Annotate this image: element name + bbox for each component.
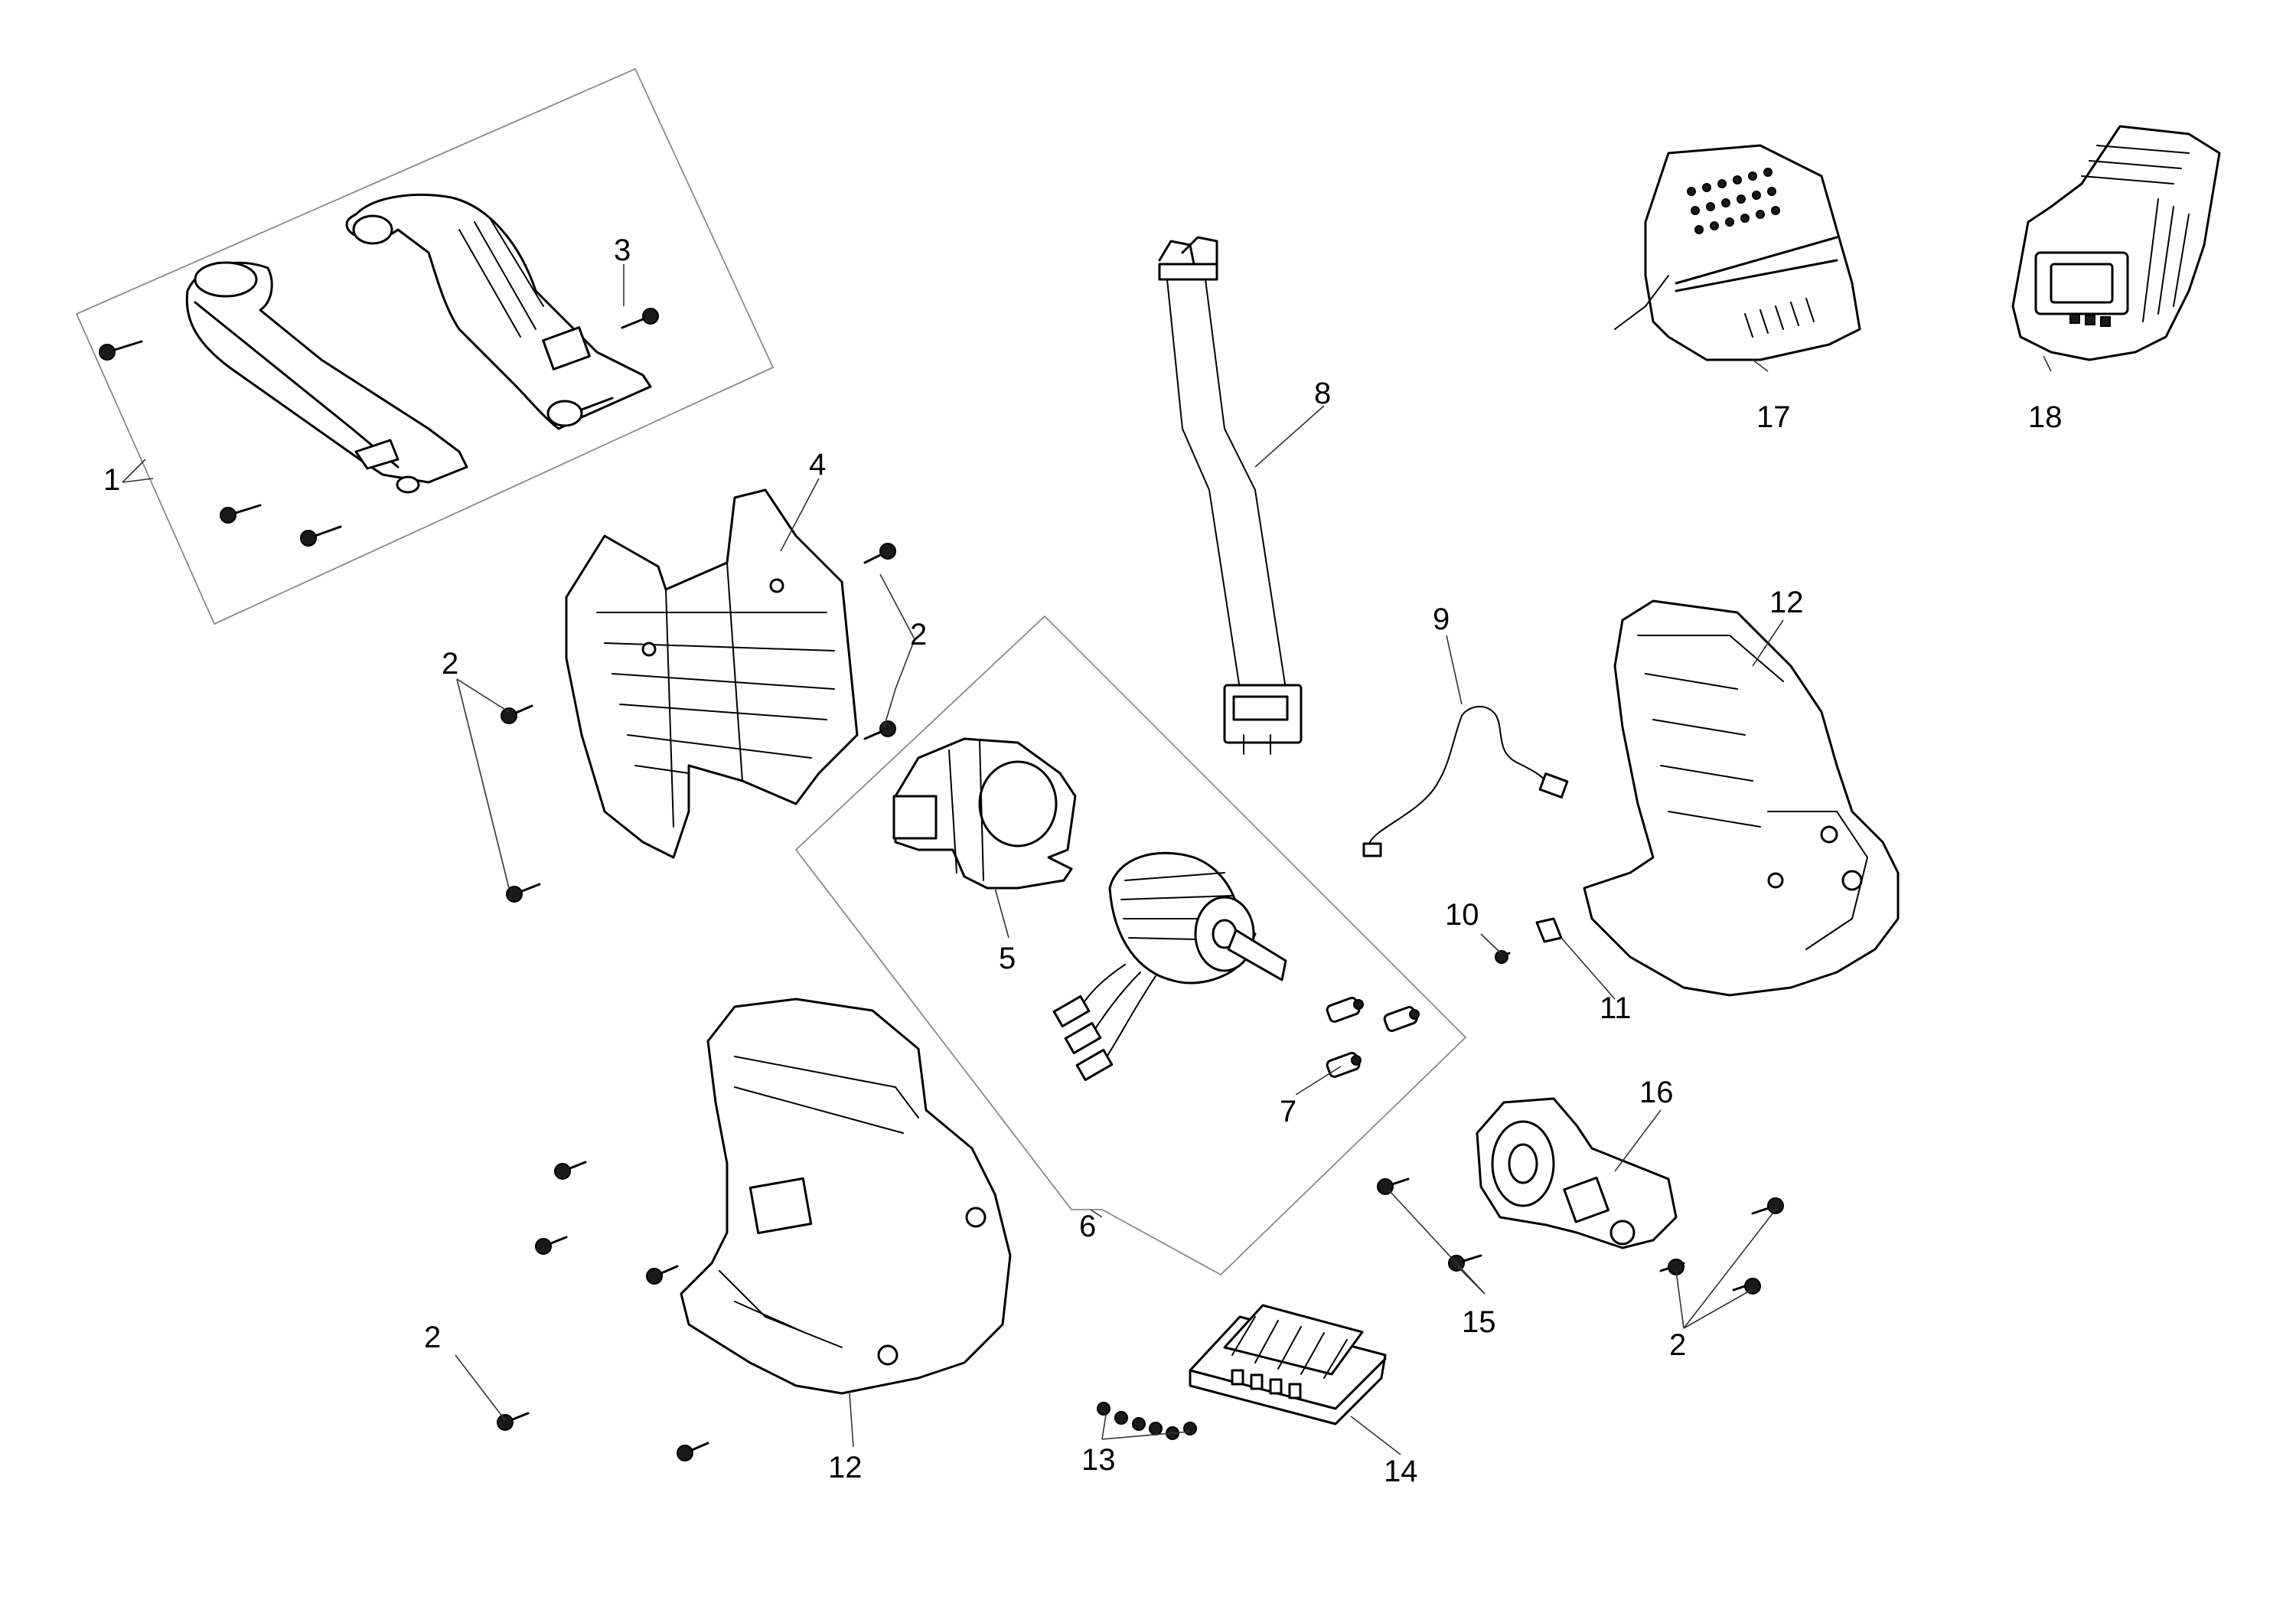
- callout-6: 6: [1079, 1210, 1096, 1243]
- callout-2-lower-left: 2: [424, 1321, 441, 1354]
- screw-icon: [99, 340, 143, 361]
- callout-2-right: 2: [910, 618, 927, 651]
- handle-kit-group-box: [75, 67, 775, 625]
- callout-2-left: 2: [442, 647, 458, 681]
- housing-left-part: [680, 998, 1012, 1395]
- callout-10: 10: [1445, 898, 1479, 932]
- screw-icon: [220, 504, 262, 524]
- callout-17: 17: [1756, 400, 1791, 434]
- screw-icon: [1448, 1254, 1482, 1272]
- screws-set-part: [1097, 1402, 1197, 1440]
- charger-part: [1614, 144, 1861, 361]
- callout-5: 5: [999, 942, 1016, 975]
- callout-2-lower-right: 2: [1669, 1328, 1686, 1362]
- screw-icon: [1732, 1278, 1761, 1295]
- clip-part: [1535, 917, 1563, 943]
- screw-icon: [554, 1161, 587, 1180]
- screw-icon: [1326, 1052, 1362, 1078]
- harness-part: [1158, 236, 1303, 755]
- screw-icon: [1659, 1259, 1685, 1275]
- screw-icon: [497, 1412, 530, 1431]
- screw-icon: [646, 1265, 679, 1285]
- charger-vent-grid: [1687, 168, 1780, 234]
- screw-icon: [621, 308, 659, 329]
- callout-9: 9: [1433, 603, 1450, 636]
- switch-part: [1476, 1097, 1678, 1249]
- screw-icon: [535, 1236, 568, 1255]
- motor-kit-group-box: [794, 615, 1467, 1276]
- leader-lines: [122, 264, 2052, 1455]
- screw-icon: [677, 1442, 709, 1461]
- screw-icon: [506, 883, 541, 903]
- callout-11: 11: [1600, 991, 1632, 1025]
- callout-7: 7: [1280, 1095, 1296, 1128]
- callout-15: 15: [1462, 1305, 1496, 1339]
- screw-icon: [1377, 1177, 1410, 1195]
- motor-cover-part: [892, 737, 1077, 890]
- callout-12-right: 12: [1769, 586, 1804, 619]
- screw-icon: [1751, 1197, 1784, 1215]
- bracket-part: [565, 488, 859, 859]
- callout-8: 8: [1314, 377, 1331, 410]
- screw-icon: [1383, 1006, 1420, 1032]
- callout-18: 18: [2028, 400, 2063, 434]
- callout-12-left: 12: [828, 1451, 863, 1484]
- callout-3: 3: [614, 233, 631, 267]
- control-module-part: [1189, 1304, 1387, 1425]
- callout-4: 4: [809, 448, 826, 482]
- callout-14: 14: [1384, 1455, 1418, 1488]
- callout-13: 13: [1081, 1443, 1116, 1477]
- screw-icon: [863, 543, 896, 564]
- screw-icon: [501, 704, 533, 724]
- screw-icon: [863, 720, 896, 740]
- callout-16: 16: [1639, 1076, 1674, 1109]
- battery-part: [2011, 125, 2221, 361]
- screw-icon: [300, 525, 342, 547]
- screw-icon: [1326, 997, 1364, 1023]
- screw-icon: [1495, 950, 1511, 964]
- housing-right-part: [1583, 599, 1900, 997]
- motor-part: [1052, 851, 1287, 1082]
- callout-1: 1: [103, 463, 120, 497]
- handle-part: [185, 194, 652, 494]
- wire-part: [1362, 706, 1569, 857]
